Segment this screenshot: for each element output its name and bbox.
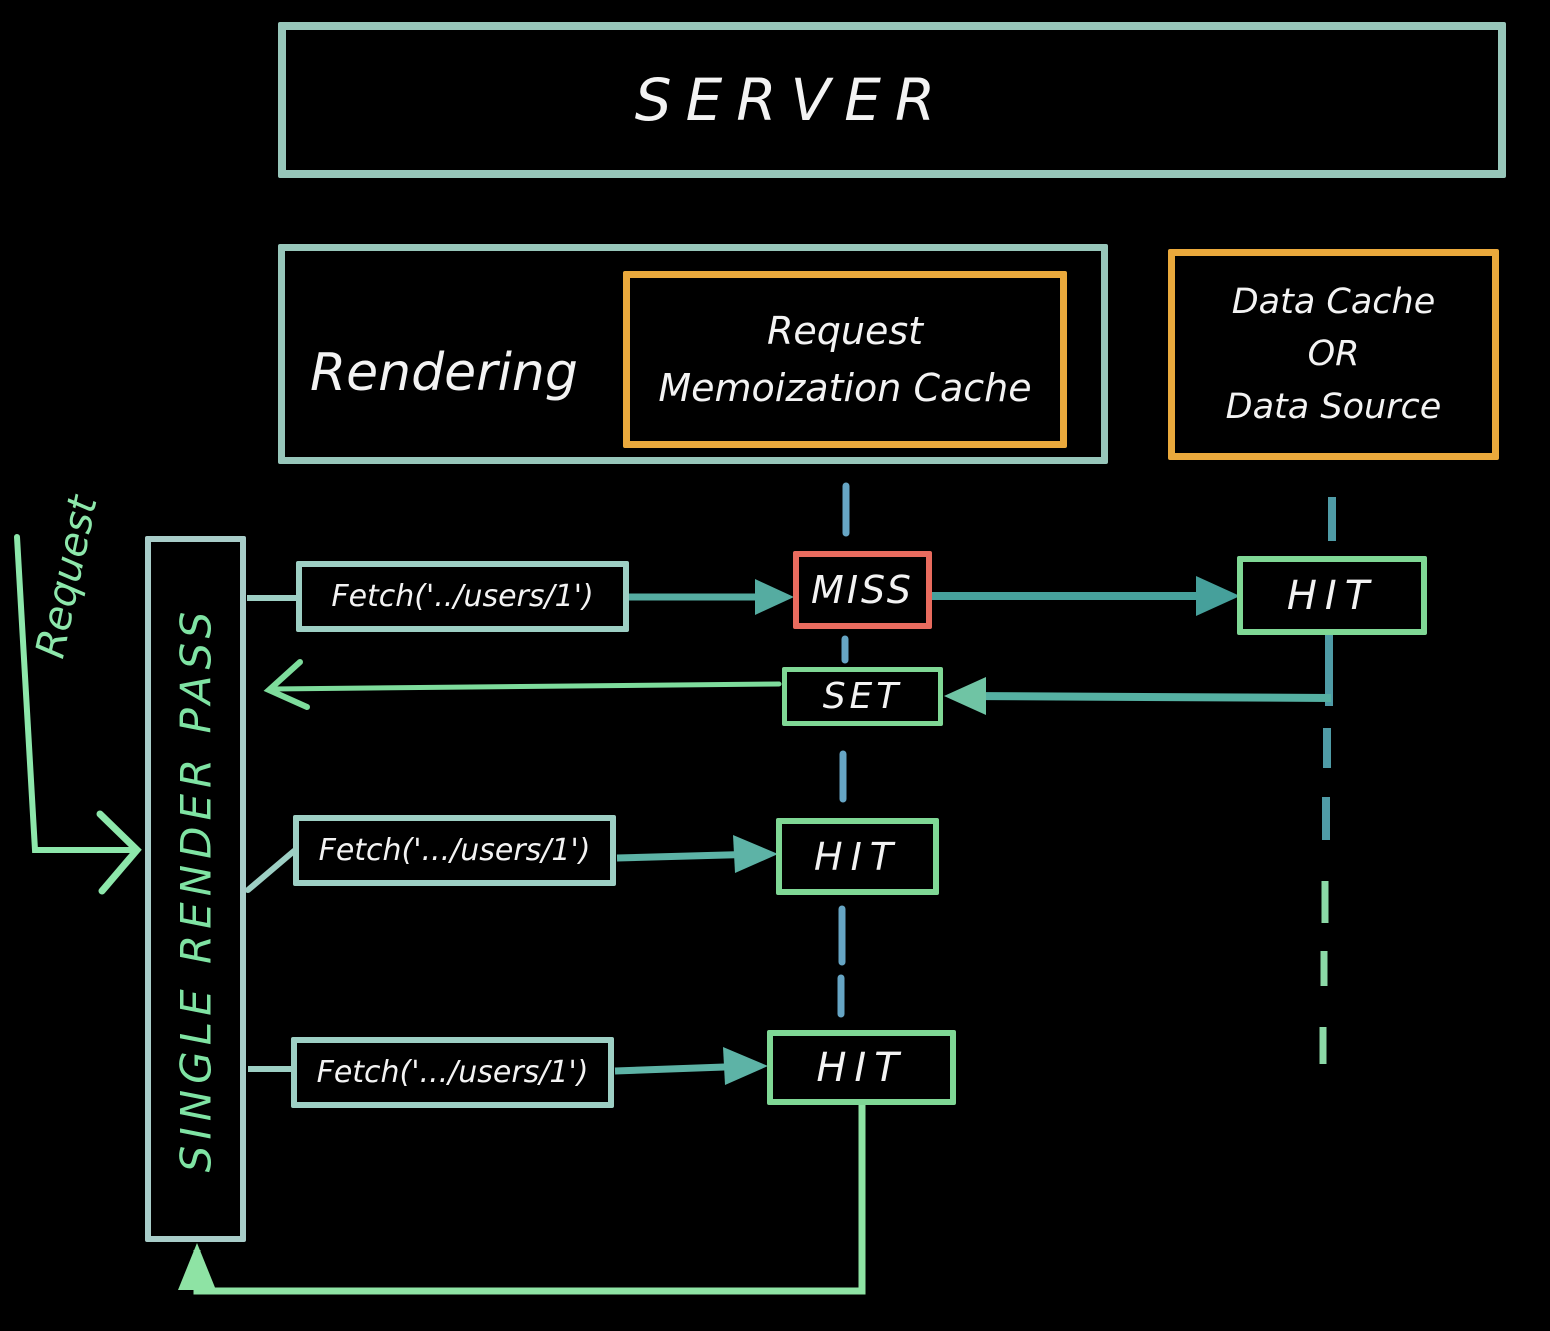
fetch-2-label: Fetch('.../users/1') — [318, 833, 591, 868]
hit-to-set-arrowhead — [944, 677, 986, 715]
data-cache-box: Data Cache OR Data Source — [1168, 249, 1499, 460]
memo-cache-label-line2: Memoization Cache — [658, 365, 1032, 410]
hit-memo-1-label: HIT — [814, 834, 901, 879]
fetch1-to-miss-arrowhead — [755, 579, 794, 615]
miss-box: MISS — [793, 551, 932, 629]
hit-memo-2-label: HIT — [816, 1044, 907, 1091]
hit3-return-line — [193, 1105, 866, 1295]
hit-memo-2-box: HIT — [767, 1030, 956, 1105]
set-to-srp-arrowhead — [263, 659, 310, 710]
set-label: SET — [822, 676, 903, 717]
fetch-1-label: Fetch('../users/1') — [331, 579, 594, 614]
fetch-3-box: Fetch('.../users/1') — [291, 1037, 614, 1108]
set-box: SET — [782, 667, 943, 726]
data-cache-label-line1: Data Cache — [1231, 281, 1436, 322]
miss-label: MISS — [811, 568, 914, 612]
fetch-1-box: Fetch('../users/1') — [296, 561, 629, 632]
server-box: SERVER — [278, 22, 1506, 178]
request-memoization-cache-box: Request Memoization Cache — [623, 271, 1067, 448]
hit-datasource-label: HIT — [1286, 572, 1378, 619]
fetch3-to-hit-arrowhead — [723, 1047, 768, 1085]
data-cache-label-line2: OR — [1307, 334, 1360, 375]
memo-cache-label-line1: Request — [766, 308, 924, 353]
hit-datasource-box: HIT — [1237, 556, 1427, 635]
fetch-2-box: Fetch('.../users/1') — [293, 815, 616, 886]
request-arrow-line — [14, 534, 135, 853]
request-arrowhead — [96, 810, 142, 895]
hit-to-set-arrow — [961, 692, 1332, 702]
fetch-3-label: Fetch('.../users/1') — [316, 1055, 589, 1090]
single-render-pass-label: SINGLE RENDER PASS — [171, 605, 220, 1173]
miss-to-hit-arrowhead — [1196, 576, 1240, 616]
hit-memo-1-box: HIT — [776, 818, 939, 895]
data-cache-label-line3: Data Source — [1225, 386, 1442, 427]
hit3-return-arrowhead — [178, 1243, 216, 1290]
set-to-srp-arrow — [269, 681, 782, 692]
fetch2-to-hit-arrowhead — [733, 835, 778, 873]
srp-to-fetch2-line — [245, 848, 297, 893]
single-render-pass-box: SINGLE RENDER PASS — [145, 536, 246, 1242]
rendering-label: Rendering — [310, 343, 578, 403]
server-label: SERVER — [634, 66, 950, 134]
